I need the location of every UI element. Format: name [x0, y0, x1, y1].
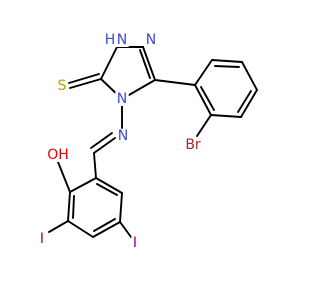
bond-c-br: [196, 114, 212, 137]
label-knockout: [131, 236, 139, 250]
bond-n1-c5: [100, 46, 118, 80]
atom-i2: I: [133, 235, 137, 251]
label-knockout: [56, 79, 69, 93]
bond-ar4-inner: [237, 90, 252, 113]
bond-c-i2: [119, 221, 132, 238]
bond-n-ch: [93, 137, 116, 154]
bond-n-ch-double: [90, 132, 113, 149]
bond-ar5: [210, 114, 242, 118]
label-knockout: [38, 232, 46, 246]
bond-c3-n2: [142, 46, 156, 81]
bond-ar4: [240, 89, 258, 118]
molecule-structure: H N N N N S Br OH I I: [38, 32, 258, 251]
atom-labels: H N N N N S Br OH I I: [38, 32, 203, 251]
label-knockout: [116, 129, 130, 143]
bond-r4-inner: [93, 218, 116, 232]
bond-r5: [119, 192, 123, 223]
label-knockout: [183, 138, 203, 152]
bond-r2: [67, 191, 71, 222]
label-knockout: [144, 33, 158, 47]
bond-c3-n2-double: [139, 49, 151, 79]
atom-n2: N: [146, 32, 156, 48]
atom-s: S: [58, 78, 67, 94]
bond-c5-s: [69, 78, 102, 89]
bond-r2-inner: [72, 195, 75, 219]
bond-c5-s-double: [68, 73, 100, 84]
atom-n1: N: [117, 32, 127, 48]
bond-ar6-inner: [200, 86, 215, 111]
bond-r6: [95, 177, 123, 194]
atom-n3: N: [117, 91, 127, 107]
atom-n4: N: [118, 128, 128, 144]
bond-ar6: [194, 84, 212, 116]
bond-r4: [92, 221, 121, 238]
bond-r6-inner: [96, 183, 118, 196]
bond-ar2: [211, 59, 243, 63]
atom-oh: OH: [47, 147, 69, 163]
bond-c3-aryl: [154, 79, 196, 86]
bond-ar1: [194, 59, 213, 86]
bond-ar3: [241, 61, 258, 91]
bond-r3: [67, 220, 94, 238]
bond-c-i1: [48, 220, 69, 233]
bonds: [48, 46, 258, 238]
label-knockout: [115, 33, 129, 47]
label-knockout: [103, 33, 117, 47]
atom-h: H: [105, 32, 116, 48]
bond-ch-ring: [93, 152, 97, 179]
atom-br: Br: [185, 137, 201, 153]
atom-i1: I: [40, 231, 44, 247]
bond-c-oh: [57, 161, 71, 193]
bond-ar2-inner: [214, 65, 240, 68]
label-knockout: [45, 148, 71, 162]
bond-r1: [69, 177, 97, 193]
label-knockout: [115, 92, 129, 106]
